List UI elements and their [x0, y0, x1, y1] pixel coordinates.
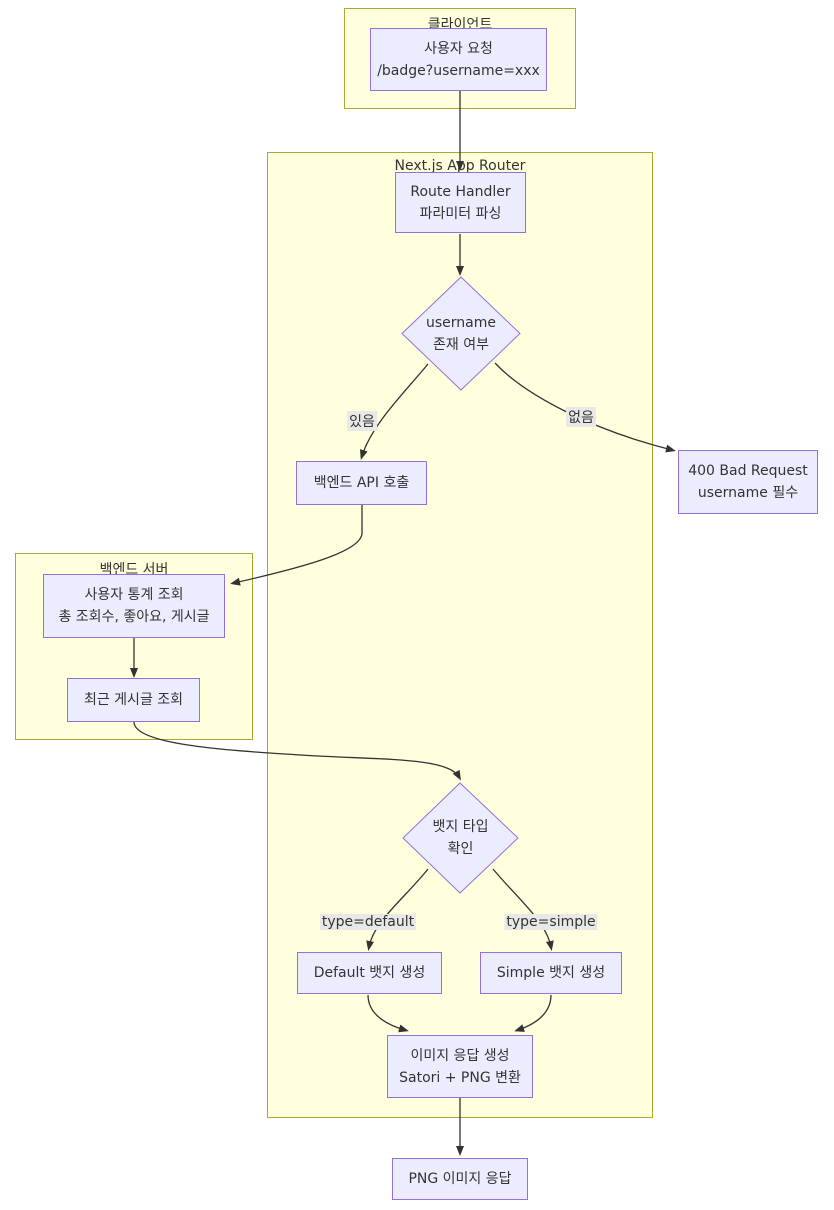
edge-label-no-username: 없음 [566, 407, 596, 427]
node-recent-posts: 최근 게시글 조회 [67, 678, 200, 722]
node-bad-request: 400 Bad Request username 필수 [678, 450, 818, 514]
node-badge-type-check-line1: 뱃지 타입 [432, 819, 489, 835]
node-username-check-line2: 존재 여부 [433, 336, 489, 353]
node-png-response-line1: PNG 이미지 응답 [408, 1171, 512, 1187]
node-username-check-line1: username [426, 314, 496, 331]
node-user-request-line1: 사용자 요청 [424, 40, 493, 57]
node-recent-posts-line1: 최근 게시글 조회 [83, 692, 184, 708]
node-route-handler: Route Handler 파라미터 파싱 [395, 172, 526, 233]
node-bad-request-line1: 400 Bad Request [688, 463, 808, 479]
node-route-handler-line2: 파라미터 파싱 [419, 205, 502, 222]
node-backend-api-call: 백엔드 API 호출 [296, 461, 427, 505]
node-user-request-line2: /badge?username=xxx [377, 62, 540, 79]
node-simple-badge: Simple 뱃지 생성 [480, 952, 622, 994]
node-default-badge-line1: Default 뱃지 생성 [313, 965, 426, 981]
node-image-response-line1: 이미지 응답 생성 [410, 1047, 510, 1064]
edge-label-type-simple: type=simple [504, 914, 598, 930]
node-user-stats-line2: 총 조회수, 좋아요, 게시글 [58, 609, 210, 625]
node-simple-badge-line1: Simple 뱃지 생성 [496, 965, 606, 981]
node-route-handler-line1: Route Handler [410, 183, 511, 200]
node-user-request: 사용자 요청 /badge?username=xxx [370, 28, 547, 91]
node-image-response-line2: Satori + PNG 변환 [399, 1069, 521, 1086]
node-badge-type-check-line2: 확인 [447, 841, 474, 857]
node-backend-api-call-line1: 백엔드 API 호출 [313, 475, 410, 491]
node-badge-type-check: 뱃지 타입 확인 [403, 783, 518, 893]
node-username-check: username 존재 여부 [402, 277, 520, 390]
node-user-stats-line1: 사용자 통계 조회 [84, 587, 184, 603]
node-user-stats: 사용자 통계 조회 총 조회수, 좋아요, 게시글 [43, 574, 225, 638]
node-default-badge: Default 뱃지 생성 [297, 952, 442, 994]
node-png-response: PNG 이미지 응답 [392, 1158, 528, 1200]
node-image-response: 이미지 응답 생성 Satori + PNG 변환 [387, 1035, 533, 1098]
node-bad-request-line2: username 필수 [697, 485, 799, 501]
edge-label-type-default: type=default [319, 914, 417, 930]
edge-label-has-username: 있음 [347, 411, 377, 431]
